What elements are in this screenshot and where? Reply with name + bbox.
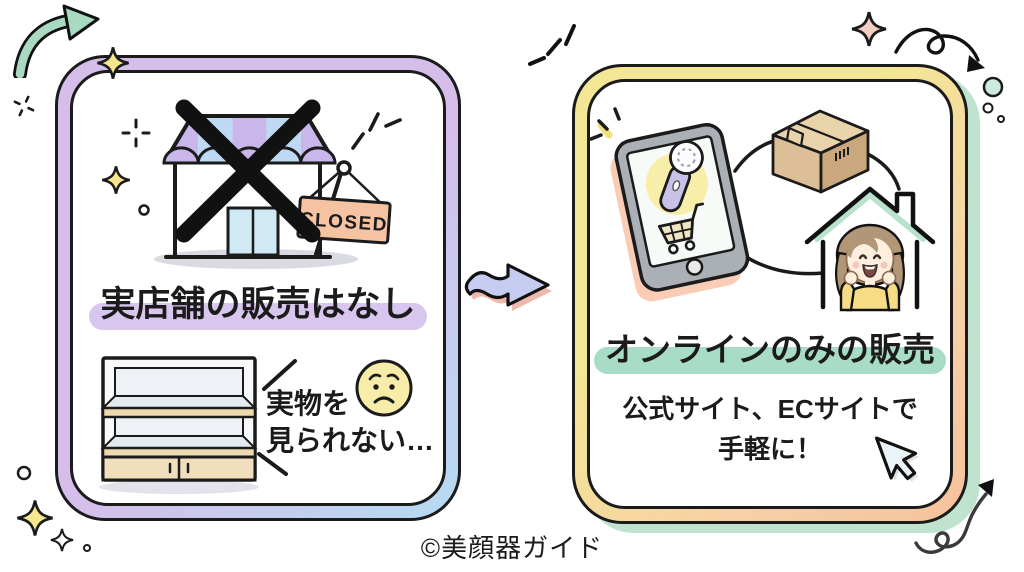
right-caption-line2: 手軽に！	[717, 434, 822, 465]
sparkle-icon	[101, 118, 151, 216]
package-box-icon	[771, 109, 870, 194]
left-panel: CLOSED	[55, 55, 461, 521]
quote-slash-icon	[257, 359, 297, 476]
cart-icon	[657, 202, 705, 255]
left-caption-line2: 見られない…	[266, 424, 435, 456]
spark-dashes-icon	[351, 112, 402, 150]
happy-woman-icon	[835, 223, 905, 312]
sparkle-icon	[850, 10, 888, 48]
sparkle-cluster-icon	[16, 465, 91, 553]
cross-x-icon	[175, 99, 321, 243]
tablet-icon	[610, 122, 750, 302]
sad-face-icon	[355, 359, 413, 417]
right-panel: オンラインのみの販売 公式サイト、ECサイトで 手軽に！	[572, 64, 968, 524]
dots-icon	[982, 76, 1005, 123]
closed-sign: CLOSED	[296, 160, 392, 256]
left-headline-text: 実店舗の販売はなし	[89, 276, 427, 330]
beauty-device-icon	[659, 140, 704, 213]
spark-dashes-icon	[589, 107, 621, 141]
plus-sparkle-icon	[121, 118, 151, 148]
copyright-text: ©美顔器ガイド	[420, 533, 604, 563]
left-illustration: CLOSED	[99, 99, 413, 494]
wavy-arrow-icon	[464, 263, 552, 311]
spark-dashes-icon	[528, 24, 576, 66]
right-caption-line1: 公式サイト、ECサイトで	[622, 394, 918, 424]
left-caption-line1: 実物を	[266, 388, 351, 419]
right-illustration	[589, 107, 936, 312]
right-headline-text: オンラインのみの販売	[594, 323, 946, 374]
house-icon	[804, 186, 936, 310]
left-headline: 実店舗の販売はなし	[58, 276, 458, 330]
spark-burst-icon	[13, 95, 35, 117]
right-caption: 公式サイト、ECサイトで 手軽に！	[575, 389, 965, 470]
loop-arrow-icon	[894, 27, 985, 72]
squiggle-arrow-icon	[914, 479, 994, 554]
cursor-icon	[874, 436, 920, 482]
left-caption: 実物を 見られない…	[266, 386, 434, 460]
empty-shelf-icon	[99, 356, 259, 494]
right-headline: オンラインのみの販売	[575, 323, 965, 374]
curved-arrow-icon	[13, 4, 100, 78]
